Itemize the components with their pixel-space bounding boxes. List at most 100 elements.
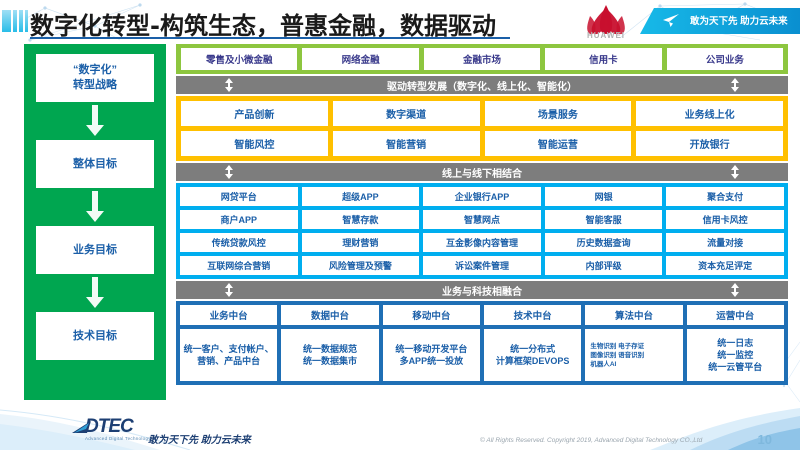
item-traffic-docking[interactable]: 流量对接 [666,233,784,252]
item-corporate-bank-app[interactable]: 企业银行APP [423,187,541,206]
down-arrow-icon-2 [36,188,154,226]
item-wealth-marketing[interactable]: 理财营销 [301,233,420,252]
item-online-loan-platform[interactable]: 网贷平台 [180,187,298,206]
header-bar-mark-icon [2,10,28,32]
down-arrow-icon-1 [36,102,154,140]
huawei-wordmark: HUAWEI [587,31,625,40]
item-intelligent-customer-service[interactable]: 智能客服 [544,210,663,229]
up-down-arrow-icon-2l [225,165,233,179]
item-traditional-loan-risk-control[interactable]: 传统贷款风控 [180,233,298,252]
ribbon-slogan: 敢为天下先 助力云未来 [690,16,788,27]
sidebar-item-business-goal[interactable]: 业务目标 [36,226,154,274]
business-lines-bar: 零售及小微金融 网络金融 金融市场 信用卡 公司业务 [176,44,788,74]
transformation-row-1: 产品创新 数字渠道 场景服务 业务线上化 [181,101,783,126]
business-line-internet-finance[interactable]: 网络金融 [302,48,419,70]
item-capital-adequacy-assessment[interactable]: 资本充足评定 [666,256,784,275]
divider-online-offline: 线上与线下相结合 [176,163,788,181]
page-header: 数字化转型-构筑生态，普惠金融，数据驱动 HUAWEI 敢为天下先 助力云未来 [0,0,800,42]
copyright-text: © All Rights Reserved. Copyright 2019, A… [480,437,703,444]
up-down-arrow-icon-3r [731,283,739,297]
item-smart-branch[interactable]: 智慧网点 [423,210,541,229]
item-product-innovation[interactable]: 产品创新 [181,101,328,126]
online-offline-row-3: 传统贷款风控 理财营销 互金影像内容管理 历史数据查询 流量对接 [180,233,784,252]
item-business-online[interactable]: 业务线上化 [636,101,783,126]
sidebar-item-digital-strategy-line1: “数字化” [73,64,117,76]
item-intelligent-marketing[interactable]: 智能营销 [332,131,480,156]
page-footer: DTEC Advanced Digital Technology 敢为天下先 助… [0,408,800,450]
online-offline-row-1: 网贷平台 超级APP 企业银行APP 网银 聚合支付 [180,187,784,206]
business-line-credit-card[interactable]: 信用卡 [545,48,662,70]
transformation-row-2: 智能风控 智能营销 智能运营 开放银行 [181,131,783,156]
platform-body-operation: 统一日志统一监控统一云管平台 [686,329,784,381]
online-offline-row-2: 商户APP 智慧存款 智慧网点 智能客服 信用卡风控 [180,210,784,229]
huawei-flower-logo-icon [587,5,625,35]
item-historical-data-query[interactable]: 历史数据查询 [544,233,663,252]
platform-head-data: 数据中台 [281,305,379,325]
up-down-arrow-icon-3l [225,283,233,297]
up-down-arrow-icon-2r [731,165,739,179]
platform-head-mobile: 移动中台 [382,305,480,325]
item-internet-integrated-marketing[interactable]: 互联网综合营销 [180,256,298,275]
divider-online-offline-label: 线上与线下相结合 [442,168,522,180]
dtec-logo: DTEC Advanced Digital Technology [72,416,151,441]
sidebar-item-overall-goal[interactable]: 整体目标 [36,140,154,188]
platform-body-technology: 统一分布式计算框架DEVOPS [483,329,582,381]
platform-body-data: 统一数据规范统一数据集市 [281,329,379,381]
item-super-app[interactable]: 超级APP [301,187,420,206]
strategy-sidebar: “数字化” 转型战略 整体目标 业务目标 技术目标 [24,44,166,400]
paper-plane-icon [663,14,679,27]
platform-column-business[interactable]: 业务中台 统一客户、支付帐户、营销、产品中台 [180,305,278,381]
page-number: 10 [757,432,772,447]
platform-head-operation: 运营中台 [686,305,784,325]
dtec-wordmark: DTEC [85,416,134,437]
business-line-financial-market[interactable]: 金融市场 [423,48,541,70]
up-down-arrow-icon-1r [731,78,739,92]
platform-head-technology: 技术中台 [483,305,582,325]
platform-column-algorithm[interactable]: 算法中台 生物识别 电子存证图像识别 语音识别机器人AI [585,305,683,381]
platform-column-mobile[interactable]: 移动中台 统一移动开发平台多APP统一投放 [382,305,480,381]
diagram-content: 零售及小微金融 网络金融 金融市场 信用卡 公司业务 驱动转型发展（数字化、线上… [176,44,788,385]
platform-body-business: 统一客户、支付帐户、营销、产品中台 [180,329,278,381]
divider-drive-transformation: 驱动转型发展（数字化、线上化、智能化） [176,76,788,94]
sidebar-item-technology-goal[interactable]: 技术目标 [36,312,154,360]
item-smart-deposit[interactable]: 智慧存款 [301,210,420,229]
item-merchant-app[interactable]: 商户APP [180,210,298,229]
item-image-content-management[interactable]: 互金影像内容管理 [423,233,541,252]
up-down-arrow-icon-1l [225,78,233,92]
platform-column-data[interactable]: 数据中台 统一数据规范统一数据集市 [281,305,379,381]
dtec-triangle-icon [72,421,91,433]
item-intelligent-risk-control[interactable]: 智能风控 [181,131,328,156]
sidebar-item-digital-strategy-line2: 转型战略 [73,79,117,91]
down-arrow-icon-3 [36,274,154,312]
item-intelligent-operation[interactable]: 智能运营 [484,131,632,156]
platform-column-operation[interactable]: 运营中台 统一日志统一监控统一云管平台 [686,305,784,381]
item-scenario-service[interactable]: 场景服务 [484,101,632,126]
item-open-banking[interactable]: 开放银行 [636,131,783,156]
business-line-retail[interactable]: 零售及小微金融 [181,48,298,70]
platform-head-algorithm: 算法中台 [585,305,683,325]
divider-business-tech-fusion: 业务与科技相融合 [176,281,788,299]
platform-columns: 业务中台 统一客户、支付帐户、营销、产品中台 数据中台 统一数据规范统一数据集市… [180,305,784,381]
platform-block: 业务中台 统一客户、支付帐户、营销、产品中台 数据中台 统一数据规范统一数据集市… [176,301,788,385]
online-offline-block: 网贷平台 超级APP 企业银行APP 网银 聚合支付 商户APP 智慧存款 智慧… [176,183,788,279]
item-aggregate-payment[interactable]: 聚合支付 [666,187,784,206]
divider-business-tech-fusion-label: 业务与科技相融合 [442,286,522,298]
platform-body-algorithm: 生物识别 电子存证图像识别 语音识别机器人AI [585,329,683,381]
item-credit-card-risk-control[interactable]: 信用卡风控 [666,210,784,229]
platform-head-business: 业务中台 [180,305,278,325]
platform-column-technology[interactable]: 技术中台 统一分布式计算框架DEVOPS [483,305,582,381]
title-underline [30,37,510,39]
business-line-corporate[interactable]: 公司业务 [666,48,784,70]
item-digital-channel[interactable]: 数字渠道 [332,101,480,126]
item-risk-management-warning[interactable]: 风险管理及预警 [301,256,420,275]
platform-body-mobile: 统一移动开发平台多APP统一投放 [382,329,480,381]
divider-drive-transformation-label: 驱动转型发展（数字化、线上化、智能化） [387,81,577,93]
item-online-banking[interactable]: 网银 [544,187,663,206]
page-title: 数字化转型-构筑生态，普惠金融，数据驱动 [30,12,496,40]
item-internal-rating[interactable]: 内部评级 [544,256,663,275]
online-offline-row-4: 互联网综合营销 风险管理及预警 诉讼案件管理 内部评级 资本充足评定 [180,256,784,275]
diagram-stage: “数字化” 转型战略 整体目标 业务目标 技术目标 零售及小微金融 网络金融 金… [0,42,800,408]
sidebar-item-digital-strategy[interactable]: “数字化” 转型战略 [36,54,154,102]
dtec-tagline: Advanced Digital Technology [85,436,151,441]
item-litigation-case-management[interactable]: 诉讼案件管理 [423,256,541,275]
